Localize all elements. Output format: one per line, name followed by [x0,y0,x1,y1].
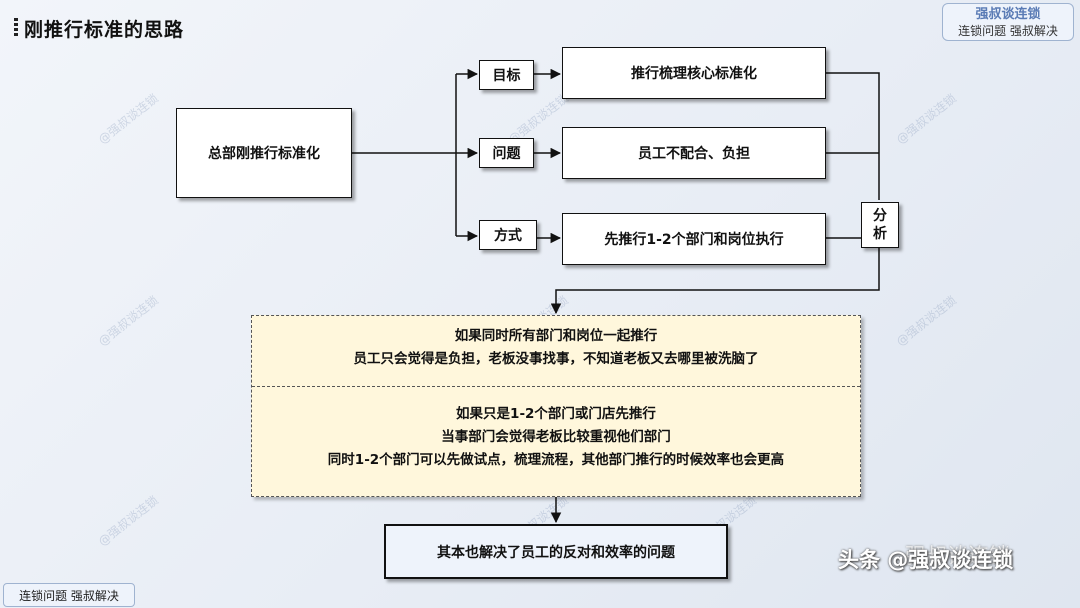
analysis-line: 如果同时所有部门和岗位一起推行 [454,328,658,344]
analysis-paragraph-all: 如果同时所有部门和岗位一起推行 员工只会觉得是负担，老板没事找事，不知道老板又去… [252,325,860,371]
root-node: 总部刚推行标准化 [176,108,352,198]
branch-content-method: 先推行1-2个部门和岗位执行 [562,213,826,265]
analysis-line: 当事部门会觉得老板比较重视他们部门 [441,429,671,445]
branch-label-method: 方式 [479,220,537,250]
analysis-label: 分析 [873,208,887,242]
analysis-panel: 如果同时所有部门和岗位一起推行 员工只会觉得是负担，老板没事找事，不知道老板又去… [251,315,861,497]
title-marker-icon [14,18,18,38]
branch-content-problem: 员工不配合、负担 [562,127,826,179]
title-text: 刚推行标准的思路 [24,18,185,41]
branch-content-goal: 推行梳理核心标准化 [562,47,826,99]
analysis-node: 分析 [861,202,899,248]
connector-analysis-panel [550,248,880,315]
conclusion-box: 其本也解决了员工的反对和效率的问题 [384,524,728,579]
brand-badge-bottom: 连锁问题 强叔解决 [3,583,135,607]
branch-label-goal: 目标 [479,60,534,90]
analysis-line: 如果只是1-2个部门或门店先推行 [456,406,656,422]
brand-badge-name: 强叔谈连锁 [975,7,1041,22]
footer-watermark-faint: 强叔谈连锁 [905,544,1010,568]
connector-goal-analysis [826,72,880,200]
brand-badge-slogan: 连锁问题 强叔解决 [958,24,1058,38]
panel-divider [252,386,860,387]
page-title: 刚推行标准的思路 [14,14,184,42]
analysis-line: 同时1-2个部门可以先做试点，梳理流程，其他部门推行的时候效率也会更高 [327,452,785,468]
footer-watermark: 头条 @强叔谈连锁 [838,548,1014,572]
analysis-line: 员工只会觉得是负担，老板没事找事，不知道老板又去哪里被洗脑了 [353,351,759,367]
analysis-paragraph-pilot: 如果只是1-2个部门或门店先推行 当事部门会觉得老板比较重视他们部门 同时1-2… [252,403,860,472]
branch-label-problem: 问题 [479,138,534,168]
brand-badge-top: 强叔谈连锁 连锁问题 强叔解决 [942,3,1074,41]
